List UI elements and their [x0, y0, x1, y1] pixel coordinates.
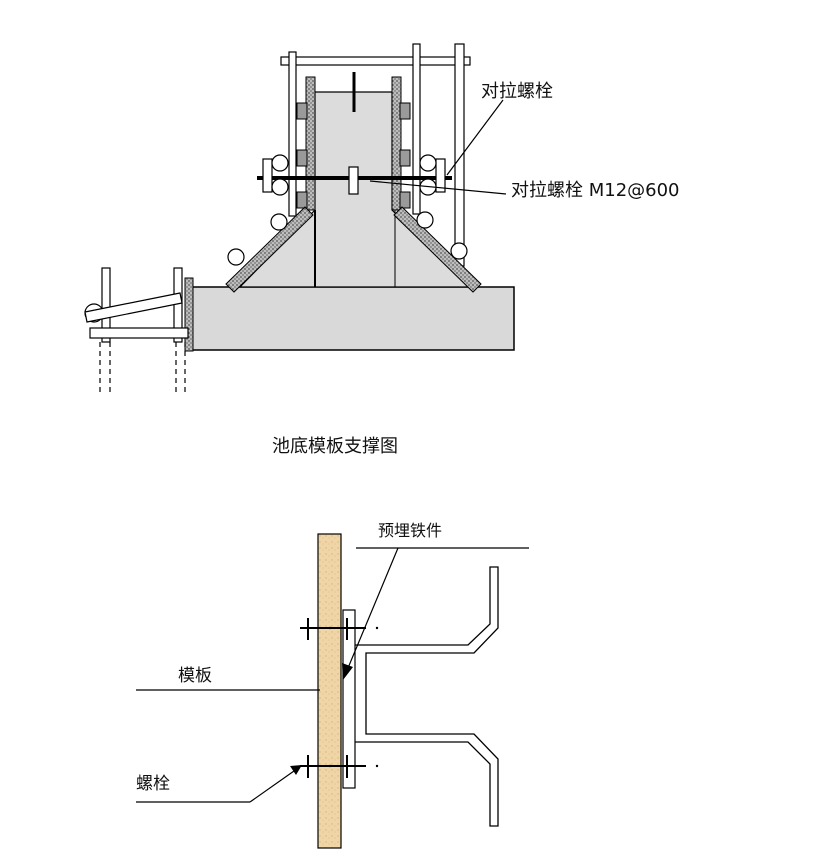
caption-pool-bottom-formwork: 池底模板支撑图	[272, 436, 398, 457]
label-tie-bolt: 对拉螺栓	[481, 81, 553, 102]
top-horizontal-beam	[280, 56, 471, 66]
left-formwork-board	[305, 76, 316, 211]
label-embedded-iron: 预埋铁件	[378, 521, 443, 540]
right-formwork-board	[391, 76, 402, 211]
embedded-steel-plate	[342, 609, 356, 789]
label-bolt: 螺栓	[136, 774, 170, 794]
label-formwork: 模板	[178, 666, 212, 686]
concrete-base-slab	[191, 286, 515, 351]
label-tie-bolt-spec: 对拉螺栓 M12@600	[511, 180, 680, 201]
left-haunch-board	[225, 206, 314, 293]
embedded-iron-detail-figure	[136, 533, 529, 849]
pool-bottom-formwork-figure	[84, 43, 515, 396]
wooden-formwork-board	[317, 533, 342, 849]
